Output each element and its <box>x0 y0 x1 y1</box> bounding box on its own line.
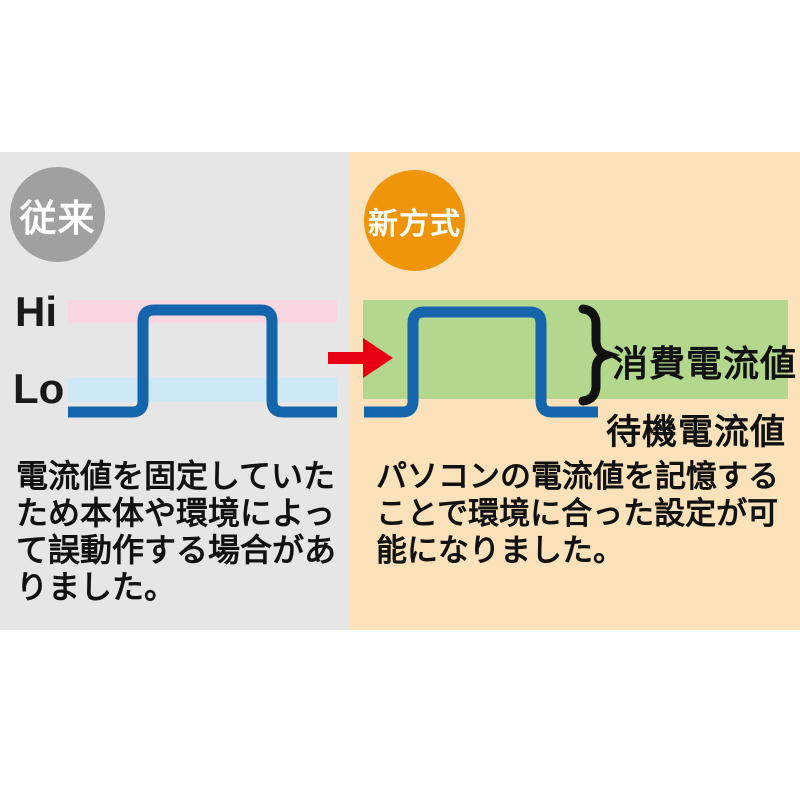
hi-threshold-band <box>68 300 337 323</box>
conventional-description: 電流値を固定していた ため本体や環境によっ て誤動作する場合があ りました。 <box>16 458 337 605</box>
standby-current-label: 待機電流値 <box>606 413 787 452</box>
conventional-badge: 従来 <box>10 167 105 262</box>
new-method-badge: 新方式 <box>364 170 465 271</box>
consumption-current-label: 消費電流値 <box>612 343 798 384</box>
new-method-description: パソコンの電流値を記憶する ことで環境に合った設定が可 能になりました。 <box>376 459 779 568</box>
hi-level-label: Hi <box>15 288 57 335</box>
lo-threshold-band <box>68 378 337 402</box>
conventional-badge-label: 従来 <box>19 197 96 239</box>
new-method-badge-label: 新方式 <box>368 207 461 241</box>
lo-level-label: Lo <box>13 365 65 412</box>
